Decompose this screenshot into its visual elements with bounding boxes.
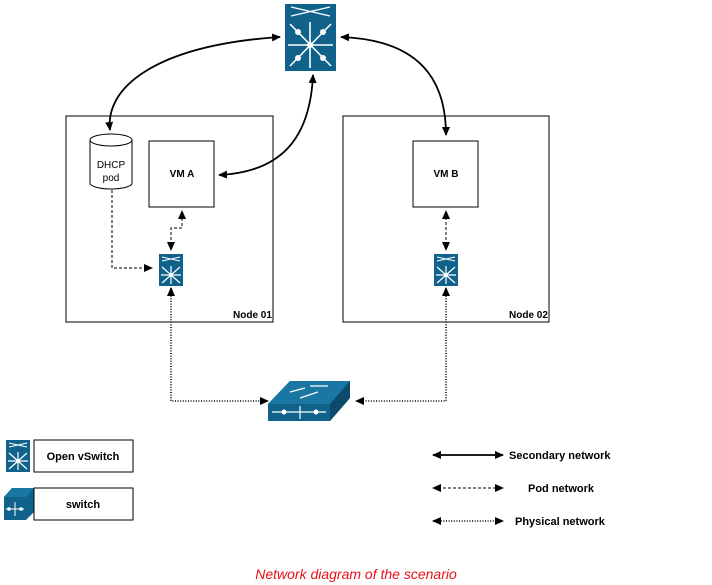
legend-ovs-box (33, 439, 134, 473)
pod-link-dhcp (111, 190, 153, 272)
secondary-link-dhcp (105, 33, 281, 131)
legend-pod-label: Pod network (528, 483, 595, 495)
open-vswitch-node02-icon (433, 253, 459, 287)
legend-physical-label: Physical network (515, 516, 606, 528)
vm-b-label: VM B (434, 169, 459, 180)
dhcp-pod-label-line1: DHCP (97, 160, 126, 171)
node-01-label: Node 01 (233, 310, 272, 321)
legend-ovs-icon (5, 439, 31, 473)
open-vswitch-node01-icon (158, 253, 184, 287)
core-ovs-switch-icon (285, 4, 336, 71)
secondary-link-vm-a (218, 74, 317, 179)
vm-b-box (412, 140, 479, 208)
physical-link-node01 (167, 287, 269, 405)
legend-secondary-label: Secondary network (509, 450, 611, 462)
pod-link-vm-a (167, 210, 186, 251)
legend-switch-label: switch (66, 499, 101, 511)
vm-a-box (148, 140, 215, 208)
figure-caption: Network diagram of the scenario (255, 566, 457, 582)
physical-link-node02 (355, 287, 450, 405)
legend-switch-icon (4, 488, 34, 520)
legend-ovs-label: Open vSwitch (47, 451, 120, 463)
legend-switch-box (33, 487, 134, 521)
dhcp-pod: DHCP pod (89, 133, 133, 190)
vm-a-label: VM A (170, 169, 195, 180)
secondary-link-vm-b (340, 33, 450, 136)
physical-switch-icon (268, 381, 350, 421)
node-02-label: Node 02 (509, 310, 548, 321)
dhcp-pod-label-line2: pod (103, 173, 120, 184)
